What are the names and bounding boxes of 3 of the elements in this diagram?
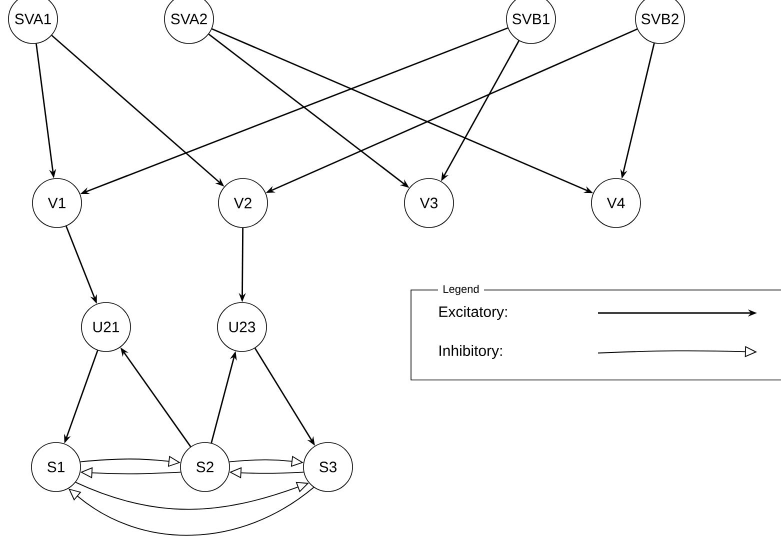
- legend-text: Inhibitory:: [440, 345, 502, 359]
- legend-text: Excitatory:: [439, 306, 507, 320]
- legend-title: Legend: [444, 284, 479, 296]
